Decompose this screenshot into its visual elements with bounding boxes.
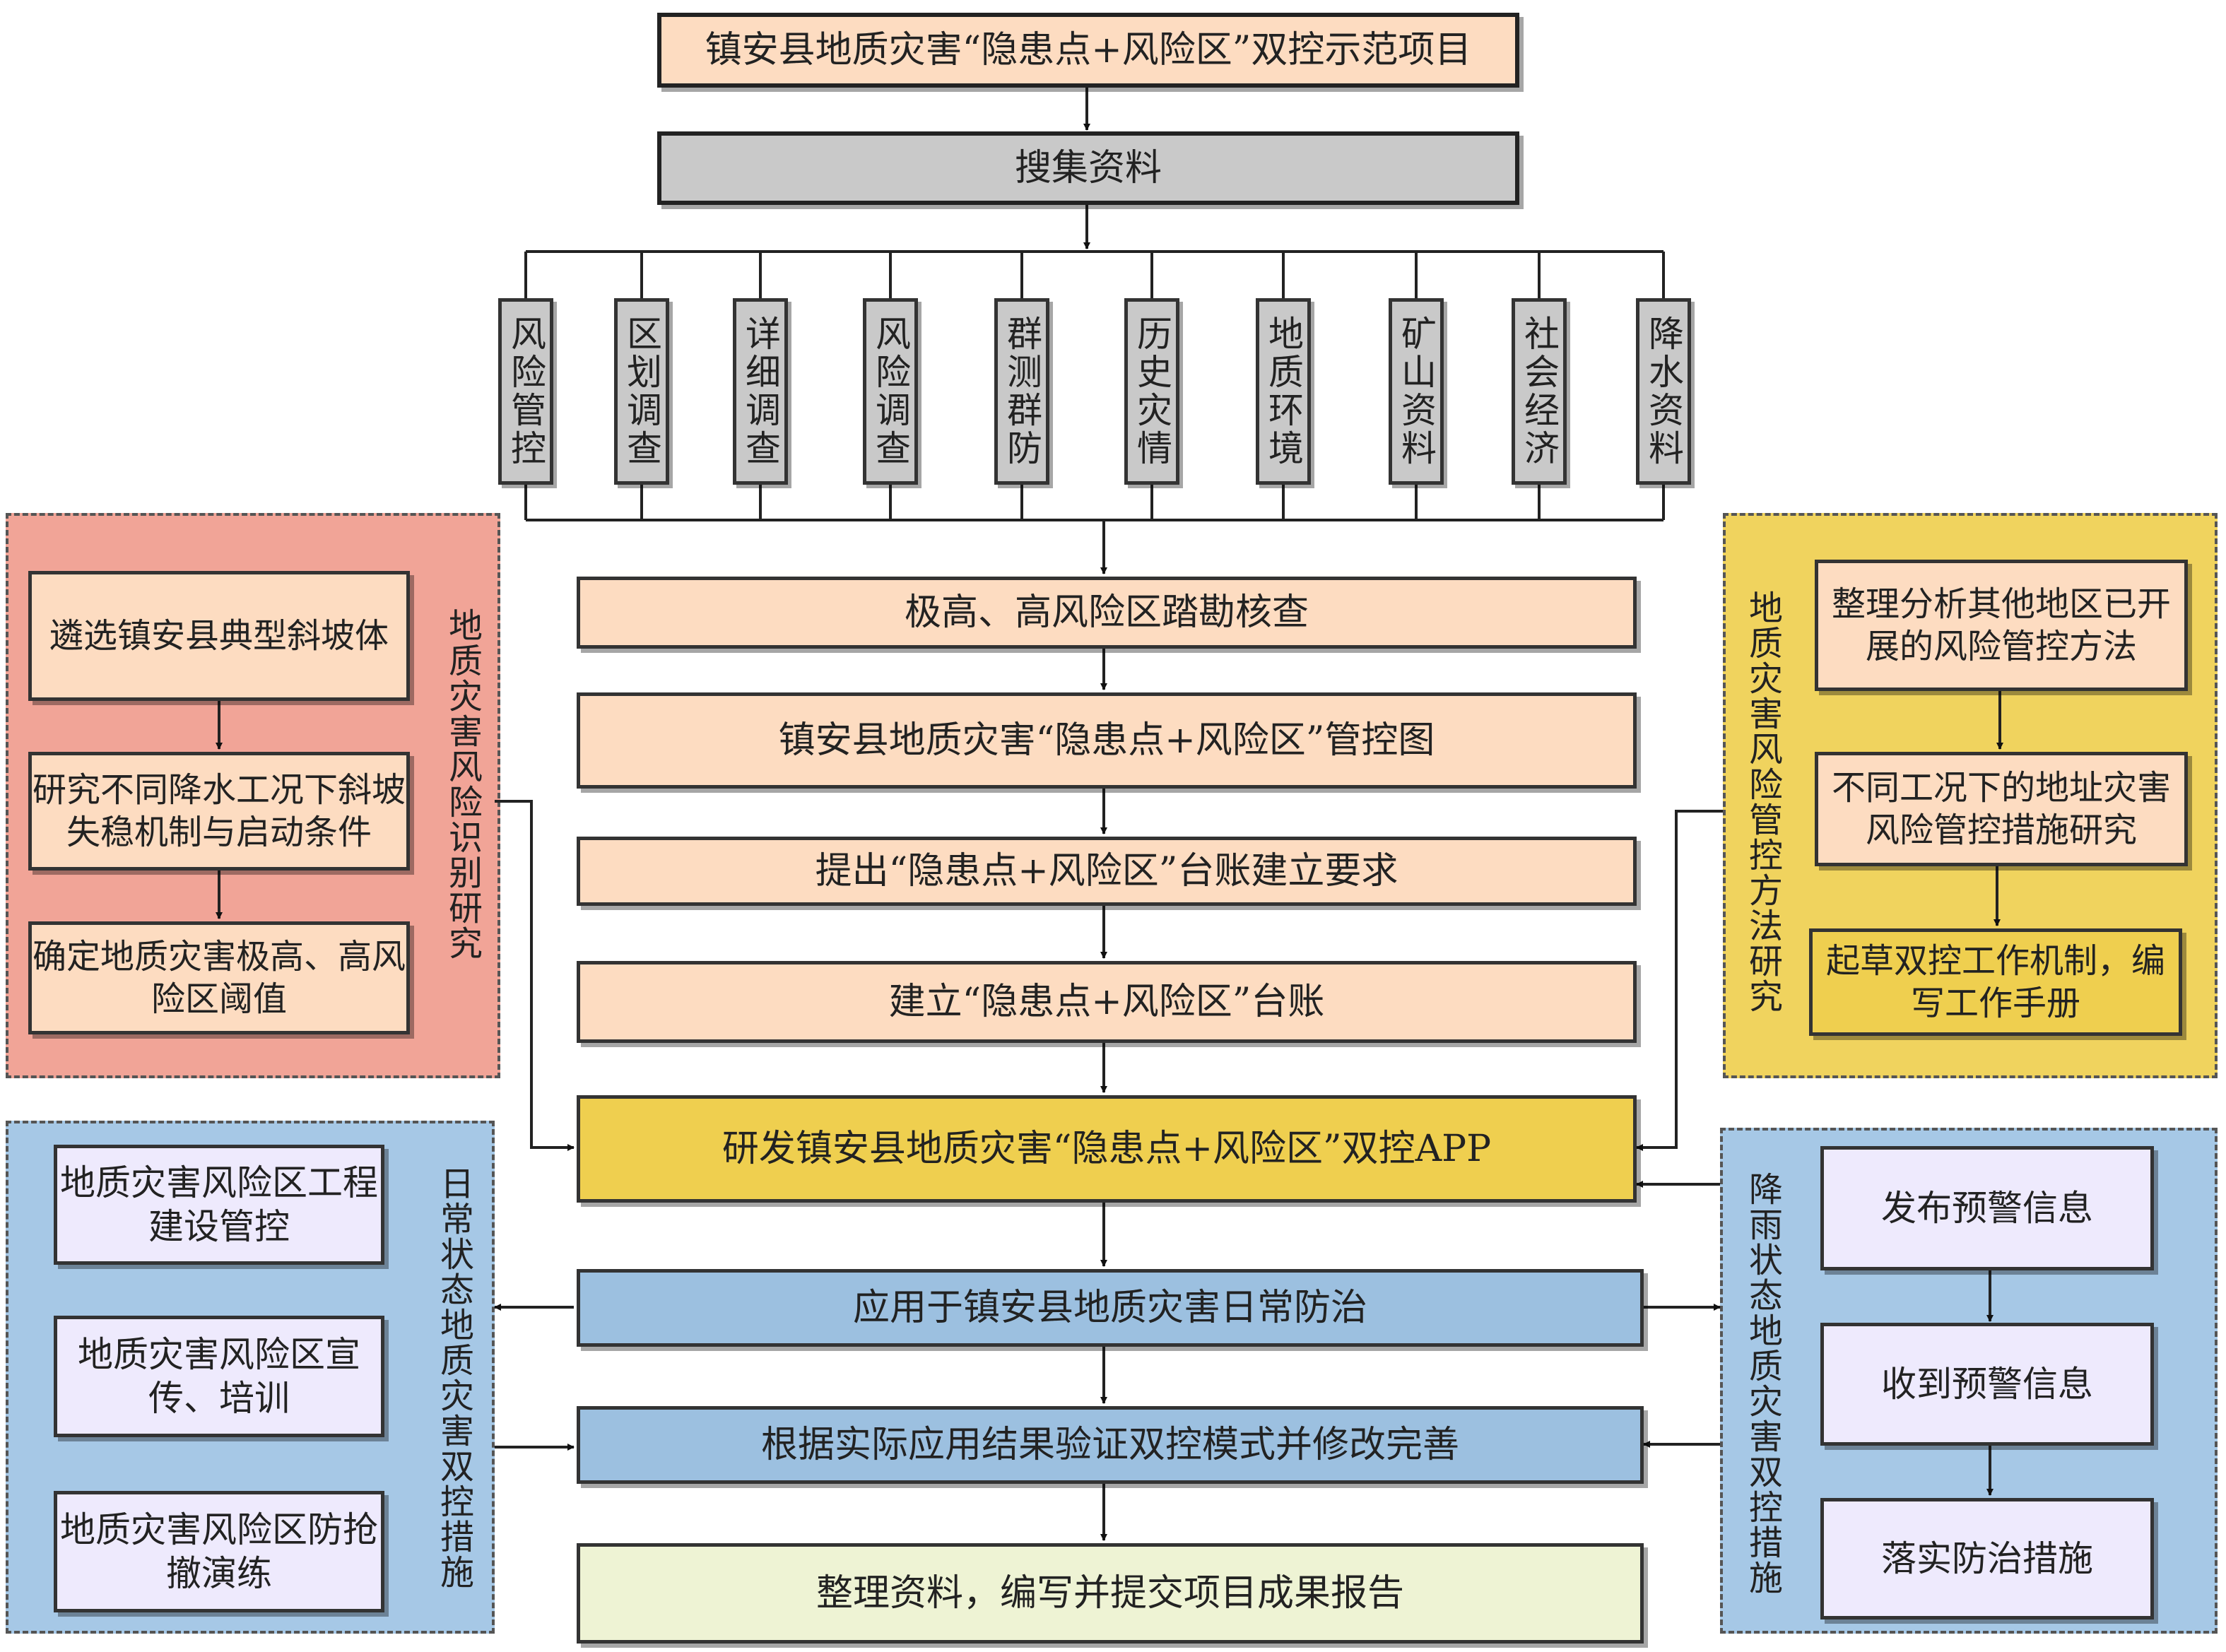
step-daily-application: 应用于镇安县地质灾害日常防治 [577,1269,1644,1347]
source-rainfall-data: 降水资料 [1636,298,1691,485]
rain-issue-warning: 发布预警信息 [1820,1146,2154,1270]
identify-risk-threshold: 确定地质灾害极高、高风险区阈值 [28,921,410,1034]
rain-implement-measures: 落实防治措施 [1820,1498,2154,1619]
panel-daily-measures-label: 日常状态地质灾害双控措施 [434,1166,473,1590]
step-build-ledger: 建立“隐患点+风险区”台账 [577,961,1637,1043]
method-analyze-other-regions: 整理分析其他地区已开展的风险管控方法 [1815,560,2188,691]
source-detailed-survey: 详细调查 [733,298,788,485]
panel-rain-measures-label: 降雨状态地质灾害双控措施 [1743,1172,1782,1595]
source-zoning-survey: 区划调查 [614,298,669,485]
step-control-map: 镇安县地质灾害“隐患点+风险区”管控图 [577,692,1637,789]
step-verify-improve: 根据实际应用结果验证双控模式并修改完善 [577,1406,1644,1484]
daily-publicity-training: 地质灾害风险区宣传、培训 [54,1316,384,1437]
step-final-report: 整理资料，编写并提交项目成果报告 [577,1543,1644,1644]
rain-receive-warning: 收到预警信息 [1820,1323,2154,1446]
step-ledger-requirements: 提出“隐患点+风险区”台账建立要求 [577,837,1637,906]
source-historical-disasters: 历史灾情 [1124,298,1179,485]
panel-risk-identification-label: 地质灾害风险识别研究 [442,608,482,961]
source-risk-survey: 风险调查 [863,298,918,485]
source-mass-monitoring: 群测群防 [994,298,1049,485]
daily-evacuation-drill: 地质灾害风险区防抢撤演练 [54,1491,384,1612]
source-socio-economic: 社会经济 [1512,298,1567,485]
collect-data-box: 搜集资料 [657,131,1519,205]
method-control-measures: 不同工况下的地址灾害风险管控措施研究 [1815,752,2188,866]
identify-instability-mechanism: 研究不同降水工况下斜坡失稳机制与启动条件 [28,752,410,871]
source-mine-data: 矿山资料 [1389,298,1444,485]
identify-select-slopes: 遴选镇安县典型斜坡体 [28,571,410,701]
project-title-box: 镇安县地质灾害“隐患点+风险区”双控示范项目 [657,13,1519,88]
source-risk-control: 风险管控 [498,298,553,485]
panel-risk-control-method-label: 地质灾害风险管控方法研究 [1743,590,1782,1014]
daily-construction-control: 地质灾害风险区工程建设管控 [54,1145,384,1265]
source-geo-environment: 地质环境 [1256,298,1311,485]
step-field-verification: 极高、高风险区踏勘核查 [577,577,1637,649]
method-draft-mechanism: 起草双控工作机制，编写工作手册 [1809,928,2182,1036]
step-develop-app: 研发镇安县地质灾害“隐患点+风险区”双控APP [577,1095,1637,1203]
